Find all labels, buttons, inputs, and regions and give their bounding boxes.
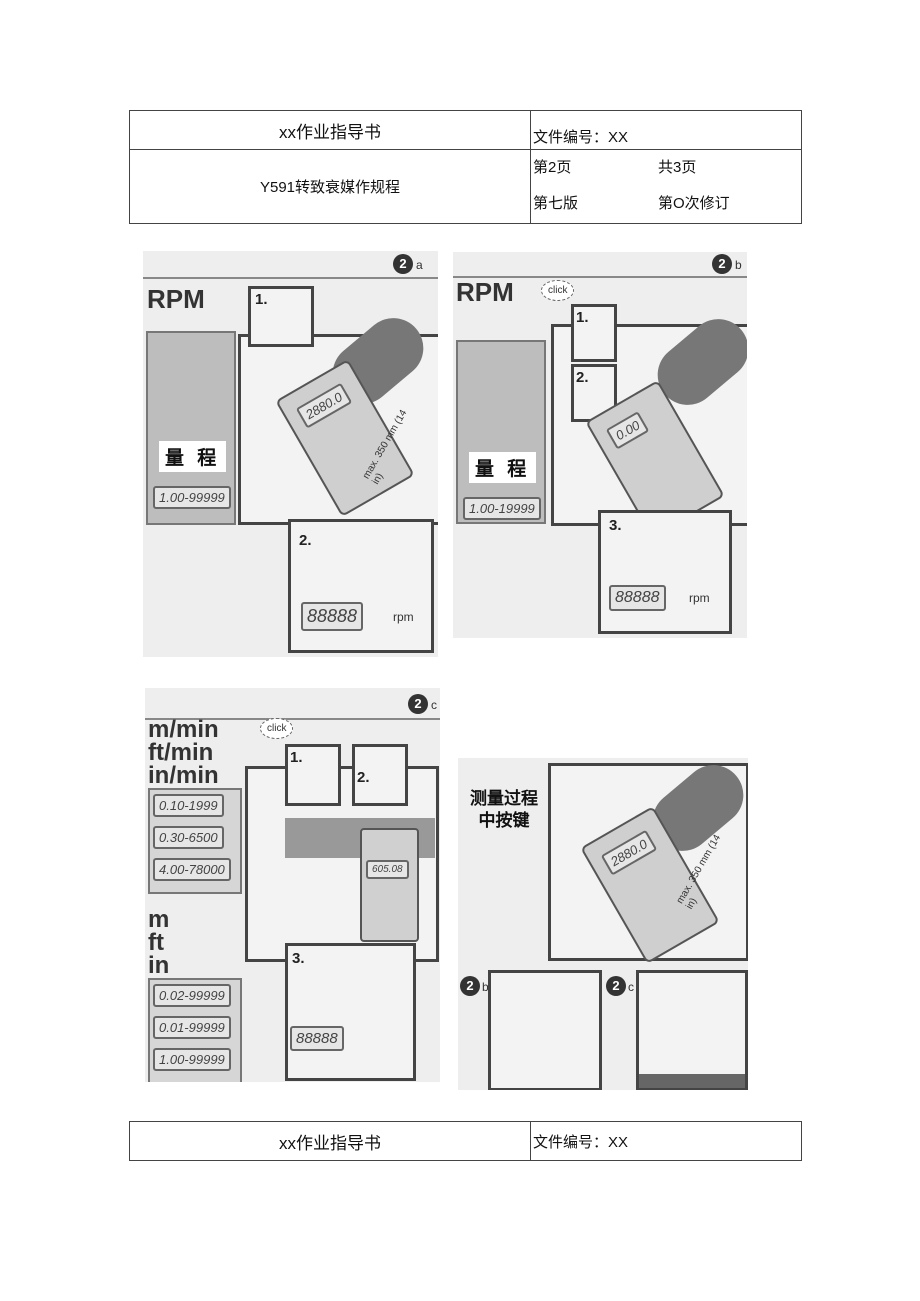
step1-label: 1.	[576, 309, 589, 326]
click-burst: click	[541, 280, 575, 301]
range-value: 0.30-6500	[153, 826, 224, 849]
range-value: 1.00-19999	[463, 497, 541, 520]
step-badge: 2	[606, 976, 626, 996]
range-value: 1.00-99999	[153, 486, 231, 509]
keys-label: 测量过程中按键	[470, 789, 538, 830]
step3-label: 3.	[292, 950, 305, 967]
doc-title: xx作业指导书	[129, 110, 531, 150]
page-total: 共3页	[658, 159, 697, 176]
procedure-name: Y591转致衰媒作规程	[129, 149, 531, 224]
step1-box: 1.	[571, 304, 617, 362]
range-label: 量 程	[469, 452, 537, 483]
range-value: 0.02-99999	[153, 984, 231, 1007]
tachometer-illustration: 605.08	[360, 828, 419, 942]
footer-table: xx作业指导书文件编号：XX	[129, 1121, 802, 1161]
step2-label: 2.	[299, 532, 312, 549]
range-value: 4.00-78000	[153, 858, 231, 881]
step3-label: 3.	[609, 517, 622, 534]
display-digits: 88888	[609, 585, 666, 611]
unit-label: rpm	[689, 591, 710, 605]
range-box	[456, 340, 546, 524]
doc-title: xx作业指导书	[129, 1121, 531, 1161]
speed-range-box: 0.10-1999 0.30-6500 4.00-78000	[148, 788, 242, 894]
step2-box: 2. 88888 rpm	[288, 519, 434, 653]
step1-box: 1.	[285, 744, 341, 806]
cone-tip-box	[488, 970, 602, 1090]
mode-label: RPM	[456, 277, 514, 307]
step2-box: 2.	[352, 744, 408, 806]
click-burst: click	[260, 718, 294, 739]
badge-suffix: b	[735, 258, 742, 272]
step-badge: 2	[393, 254, 413, 274]
unit-label: rpm	[393, 610, 414, 624]
display-digits: 88888	[301, 602, 364, 631]
badge-suffix: c	[431, 698, 437, 712]
range-label: 量 程	[159, 441, 227, 472]
range-value: 0.01-99999	[153, 1016, 231, 1039]
header-table: xx作业指导书文件编号：XX Y591转致衰媒作规程 第2页 共3页 第七版 第O次…	[129, 110, 802, 224]
revision: 第O次修订	[658, 195, 730, 212]
step2-label: 2.	[576, 369, 589, 386]
badge-suffix: a	[416, 258, 423, 272]
wheel-tip-box	[636, 970, 748, 1090]
display-digits: 88888	[290, 1026, 344, 1051]
badge-suffix: b	[482, 980, 489, 994]
step3-box: 3. 88888 rpm	[598, 510, 732, 634]
page-number: 第2页	[533, 159, 572, 176]
badge-suffix: c	[628, 980, 634, 994]
meter-lcd: 2880.0	[295, 382, 353, 429]
step-badge: 2	[408, 694, 428, 714]
mode-label: RPM	[147, 284, 205, 314]
meter-lcd: 0.00	[605, 411, 650, 450]
step-badge: 2	[460, 976, 480, 996]
step1-label: 1.	[255, 291, 268, 308]
range-value: 0.10-1999	[153, 794, 224, 817]
step2-label: 2.	[357, 769, 370, 786]
doc-number: 文件编号：XX	[530, 1121, 802, 1161]
length-range-box: 0.02-99999 0.01-99999 1.00-99999	[148, 978, 242, 1082]
step1-box: 1.	[248, 286, 314, 347]
meter-lcd: 605.08	[366, 860, 409, 879]
doc-number: 文件编号：XX	[530, 110, 802, 150]
meter-lcd: 2880.0	[600, 829, 658, 876]
edition: 第七版	[533, 195, 579, 212]
step1-label: 1.	[290, 749, 303, 766]
step3-box: 3. 88888	[285, 943, 416, 1081]
step-badge: 2	[712, 254, 732, 274]
range-value: 1.00-99999	[153, 1048, 231, 1071]
